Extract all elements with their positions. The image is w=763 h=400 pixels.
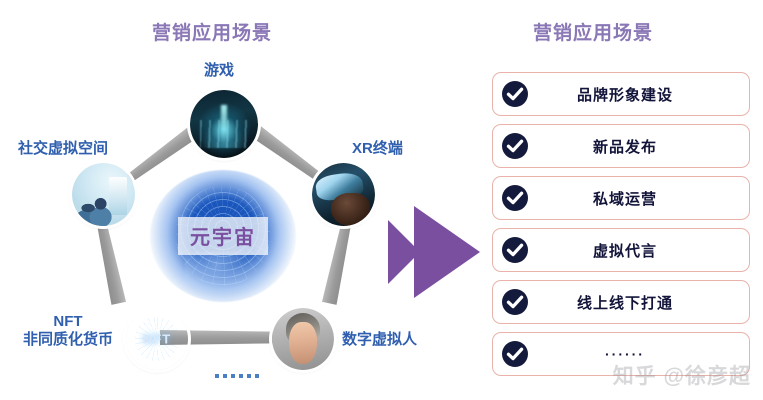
check-circle-icon (502, 81, 528, 107)
node-xr-label: XR终端 (352, 140, 403, 157)
scenario-item-more[interactable]: ······ (492, 332, 750, 376)
scenario-list: 品牌形象建设 新品发布 私域运营 虚拟代言 线上线下打通 (492, 72, 750, 384)
scenario-item-private-domain[interactable]: 私域运营 (492, 176, 750, 220)
scenario-item-label: 品牌形象建设 (576, 86, 673, 104)
game-thumbnail-icon (190, 90, 258, 158)
metaverse-center-label: 元宇宙 (178, 217, 268, 255)
dot (239, 374, 243, 378)
node-digital-human[interactable] (272, 308, 334, 370)
right-panel-title: 营销应用场景 (533, 23, 654, 44)
metaverse-pentagon-diagram: 游戏 XR终端 数字虚拟人 NFT NFT 非同质化货币 社交虚拟空间 元宇宙 (0, 0, 470, 400)
dot (231, 374, 235, 378)
node-xr[interactable] (312, 163, 375, 226)
xr-headset-thumbnail-icon (312, 163, 375, 226)
check-circle-icon (502, 341, 528, 367)
scenario-item-label: 虚拟代言 (592, 242, 657, 260)
orb-hand (185, 251, 264, 297)
node-game[interactable] (190, 90, 258, 158)
connector-nft-to-human (160, 330, 288, 345)
scenario-item-brand-image[interactable]: 品牌形象建设 (492, 72, 750, 116)
dot (255, 374, 259, 378)
nft-badge-text: NFT (142, 331, 172, 347)
scenario-item-label: 线上线下打通 (576, 294, 673, 312)
right-arrow-icon (388, 206, 480, 298)
left-panel-title: 营销应用场景 (152, 23, 273, 44)
node-social-vr-label: 社交虚拟空间 (18, 140, 109, 157)
check-circle-icon (502, 185, 528, 211)
node-digital-human-label: 数字虚拟人 (342, 331, 418, 348)
node-nft-label-line1: NFT (53, 313, 83, 330)
scenario-item-label: ······ (605, 346, 645, 362)
dot (215, 374, 219, 378)
nft-thumbnail-icon: NFT (126, 308, 188, 370)
more-indicator-dots (215, 374, 259, 378)
scenario-item-online-offline[interactable]: 线上线下打通 (492, 280, 750, 324)
digital-human-thumbnail-icon (272, 308, 334, 370)
check-circle-icon (502, 133, 528, 159)
scenario-item-label: 新品发布 (592, 138, 657, 156)
node-nft-label-line2: 非同质化货币 (22, 331, 113, 349)
check-circle-icon (502, 237, 528, 263)
metaverse-orb-icon: 元宇宙 (150, 170, 296, 302)
social-vr-thumbnail-icon (72, 163, 135, 226)
check-circle-icon (502, 289, 528, 315)
dot (247, 374, 251, 378)
node-game-label: 游戏 (204, 62, 235, 79)
scenario-item-label: 私域运营 (592, 190, 657, 208)
dot (223, 374, 227, 378)
scenario-item-virtual-spokesperson[interactable]: 虚拟代言 (492, 228, 750, 272)
node-social-vr[interactable] (72, 163, 135, 226)
scenario-item-new-product-launch[interactable]: 新品发布 (492, 124, 750, 168)
node-nft[interactable]: NFT (126, 308, 188, 370)
node-nft-label: NFT 非同质化货币 (14, 313, 122, 350)
